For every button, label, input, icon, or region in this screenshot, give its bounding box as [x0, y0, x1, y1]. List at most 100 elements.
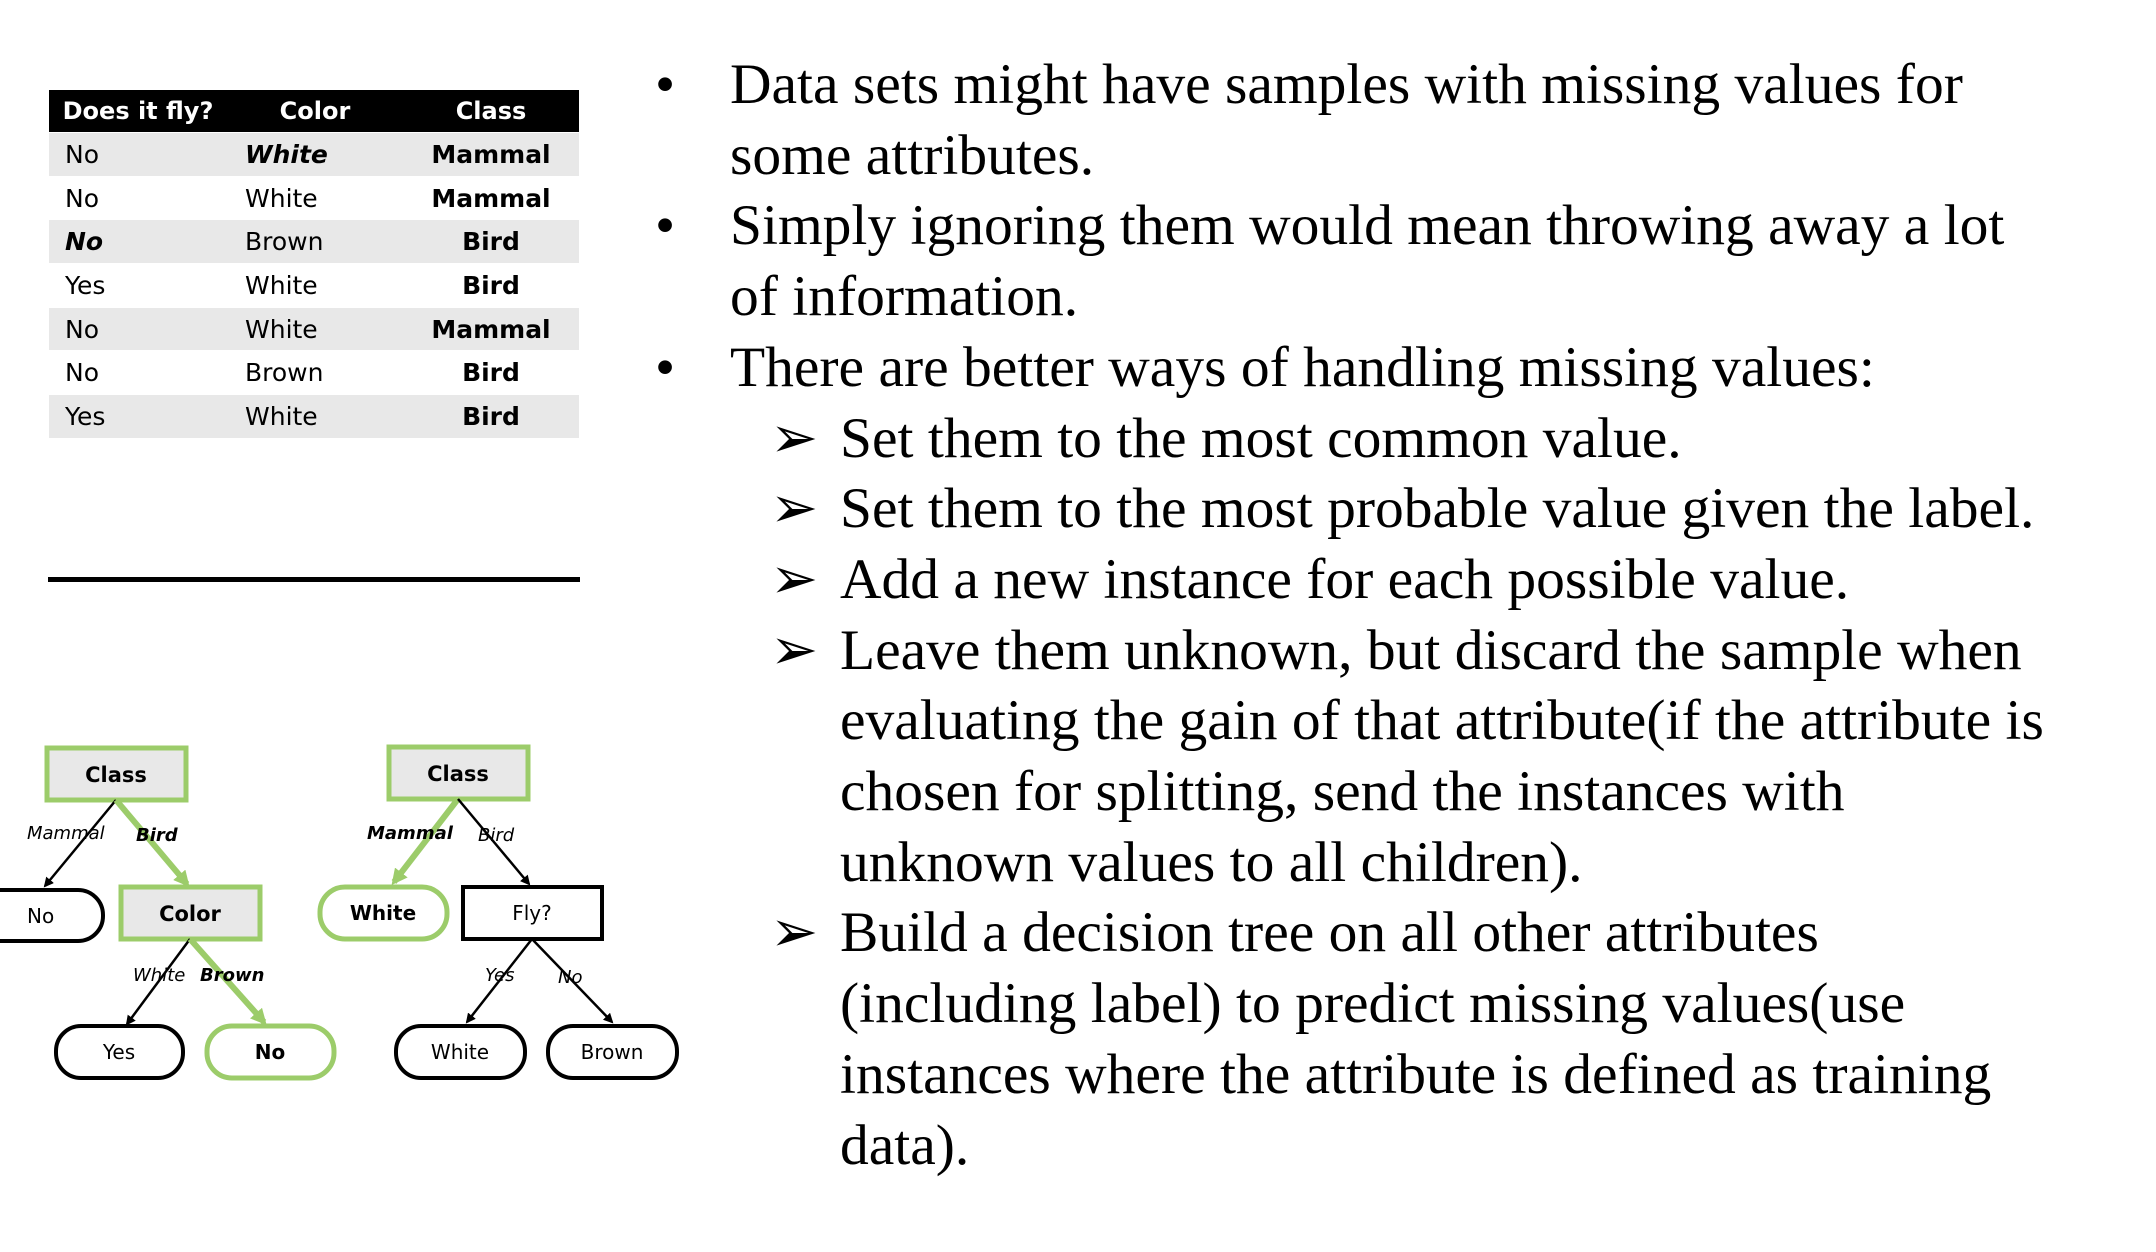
arrow-bullet-icon: ➢: [770, 406, 819, 470]
cell-color: Brown: [227, 219, 403, 264]
tree1-edge-brown: [187, 937, 267, 1025]
cell-fly: No: [49, 175, 227, 220]
decision-trees-diagram: Class Mammal Bird No Color White Brown Y…: [0, 744, 679, 1081]
data-table: Does it fly? Color Class No White Mammal…: [49, 90, 579, 438]
table-row: Yes White Bird: [49, 394, 579, 438]
cell-color: White: [227, 132, 403, 177]
bullet-dot: •: [655, 335, 676, 399]
tree2-edge-bird: [457, 798, 531, 886]
sub-bullet-line: Set them to the most probable value give…: [840, 477, 2035, 541]
sub-bullet-line: Set them to the most common value.: [840, 406, 1682, 470]
tree1-root-label: Class: [85, 763, 147, 787]
tree1-edge-mammal-label: Mammal: [27, 823, 105, 844]
tree2-edge-yes: [465, 938, 533, 1024]
sub-bullet-line: unknown values to all children).: [840, 830, 1583, 894]
sub-bullet-item: ➢ Build a decision tree on all other att…: [655, 898, 2150, 1181]
tree-1: Class Mammal Bird No Color White Brown Y…: [0, 745, 337, 1081]
header-class: Class: [403, 90, 579, 133]
tree2-edge-yes-label: Yes: [485, 965, 514, 986]
bullet-list: • Data sets might have samples with miss…: [655, 50, 2150, 1181]
bullet-item: • There are better ways of handling miss…: [655, 333, 2150, 404]
tree2-edge-mammal-label: Mammal: [367, 823, 454, 844]
table-row: No White Mammal: [49, 132, 579, 177]
tree2-root-label: Class: [427, 762, 489, 786]
cell-fly: No: [49, 350, 227, 395]
bullet-item: • Simply ignoring them would mean throwi…: [655, 191, 2150, 332]
cell-fly: Yes: [49, 394, 227, 438]
cell-fly: No: [49, 306, 227, 351]
bullet-line: Data sets might have samples with missin…: [730, 53, 1963, 116]
tree2-fly-label: Fly?: [512, 901, 552, 925]
tree1-leaf-no-label: No: [27, 904, 54, 928]
tree2-leaf-white2-label: White: [431, 1040, 489, 1064]
sub-bullet-line: data).: [840, 1113, 970, 1177]
cell-class: Bird: [403, 394, 579, 438]
tree2-edge-bird-label: Bird: [478, 825, 515, 846]
arrow-bullet-icon: ➢: [770, 901, 819, 965]
tree1-edge-bird: [113, 798, 190, 888]
tree-2: Class Mammal Bird White Fly? Yes No Whit…: [317, 744, 679, 1080]
sub-bullet-line: instances where the attribute is defined…: [840, 1042, 1992, 1106]
header-fly: Does it fly?: [49, 90, 227, 133]
bullet-item: • Data sets might have samples with miss…: [655, 50, 2150, 191]
tree1-leaf-yes: [54, 1024, 185, 1080]
sub-bullet-line: (including label) to predict missing val…: [840, 972, 1906, 1036]
cell-class: Mammal: [403, 132, 579, 177]
tree1-edge-mammal: [43, 799, 117, 888]
tree1-leaf-no2-label: No: [255, 1040, 285, 1064]
cell-color: White: [227, 175, 403, 220]
table-row: No Brown Bird: [49, 219, 579, 264]
bullet-dot: •: [655, 194, 676, 258]
sub-bullet-item: ➢ Set them to the most probable value gi…: [655, 474, 2150, 545]
sub-bullet-line: chosen for splitting, send the instances…: [840, 760, 1845, 824]
sub-bullet-line: Add a new instance for each possible val…: [840, 547, 1850, 611]
bullet-dot: •: [655, 53, 676, 116]
arrow-bullet-icon: ➢: [770, 547, 819, 611]
cell-color: Brown: [227, 350, 403, 395]
cell-color: White: [227, 394, 403, 438]
table-row: No White Mammal: [49, 175, 579, 220]
tree1-edge-white: [125, 938, 192, 1026]
tree1-edge-brown-label: Brown: [200, 965, 264, 986]
cell-color: White: [227, 263, 403, 308]
sub-bullet-line: evaluating the gain of that attribute(if…: [840, 689, 2044, 753]
table-row: Yes White Bird: [49, 263, 579, 308]
arrow-bullet-icon: ➢: [770, 618, 819, 682]
cell-class: Bird: [403, 350, 579, 395]
sub-bullet-line: Build a decision tree on all other attri…: [840, 901, 1819, 965]
tree2-leaf-brown-label: Brown: [581, 1040, 644, 1064]
sub-bullet-item: ➢ Leave them unknown, but discard the sa…: [655, 616, 2150, 899]
arrow-bullet-icon: ➢: [770, 477, 819, 541]
tree2-root-node: [386, 744, 531, 802]
table-row: No Brown Bird: [49, 350, 579, 395]
tree2-edge-no: [531, 938, 614, 1024]
tree1-leaf-yes-label: Yes: [102, 1040, 135, 1064]
bullet-line: Simply ignoring them would mean throwing…: [730, 194, 2005, 258]
bullet-line: some attributes.: [730, 123, 1095, 187]
header-color: Color: [227, 90, 403, 133]
tree1-edge-bird-label: Bird: [136, 825, 179, 846]
cell-class: Bird: [403, 219, 579, 264]
tree2-leaf-white: [317, 884, 450, 942]
cell-class: Mammal: [403, 175, 579, 220]
tree2-leaf-white2: [394, 1024, 527, 1080]
bullet-line: of information.: [730, 265, 1079, 329]
tree2-leaf-white-label: White: [350, 901, 416, 925]
cell-class: Bird: [403, 263, 579, 308]
sub-bullet-item: ➢ Set them to the most common value.: [655, 404, 2150, 475]
tree1-leaf-no: [0, 888, 105, 943]
cell-fly: No: [49, 219, 227, 264]
tree1-color-label: Color: [159, 902, 221, 926]
cell-fly: Yes: [49, 263, 227, 308]
cell-class: Mammal: [403, 306, 579, 351]
tree2-leaf-brown: [546, 1024, 679, 1080]
tree1-edge-white-label: White: [133, 965, 185, 986]
tree1-leaf-no2: [204, 1023, 337, 1081]
cell-fly: No: [49, 132, 227, 177]
bullet-line: There are better ways of handling missin…: [730, 335, 1875, 399]
tree2-edge-no-label: No: [558, 967, 582, 988]
section-divider: [48, 577, 580, 582]
table-row: No White Mammal: [49, 306, 579, 351]
cell-color: White: [227, 306, 403, 351]
tree2-edge-mammal: [391, 797, 461, 886]
